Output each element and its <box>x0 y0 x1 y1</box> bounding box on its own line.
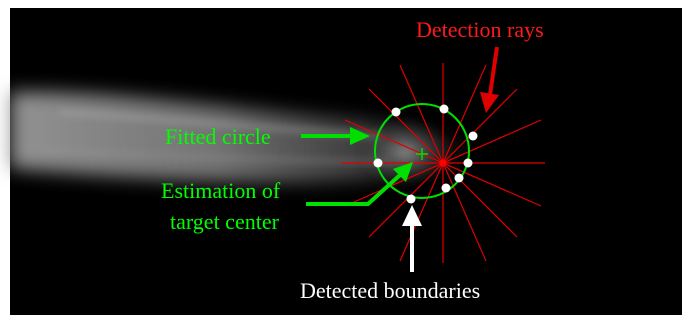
arrow-down-left-icon <box>480 46 499 113</box>
boundary-point <box>439 104 449 114</box>
boundary-point <box>463 158 473 168</box>
boundary-point <box>454 173 464 183</box>
arrow-right-icon <box>301 127 370 145</box>
plus-icon <box>416 148 428 160</box>
boundary-point <box>468 131 478 141</box>
fitted-circle-label: Fitted circle <box>165 124 271 149</box>
arrow-up-icon <box>402 205 422 272</box>
arrow-up-right-icon <box>306 162 413 206</box>
boundary-point <box>441 183 451 193</box>
detection-rays-label: Detection rays <box>416 17 544 42</box>
detected-boundaries-label: Detected boundaries <box>300 278 480 303</box>
ray-center-marker <box>439 159 447 167</box>
boundary-point <box>391 107 401 117</box>
estimation-label-line1: Estimation of <box>161 178 281 203</box>
estimation-label-line2: target center <box>170 209 280 234</box>
boundary-point <box>406 194 416 204</box>
boundary-point <box>373 158 383 168</box>
boundary-points <box>373 104 478 204</box>
fitted-circle <box>374 103 470 199</box>
